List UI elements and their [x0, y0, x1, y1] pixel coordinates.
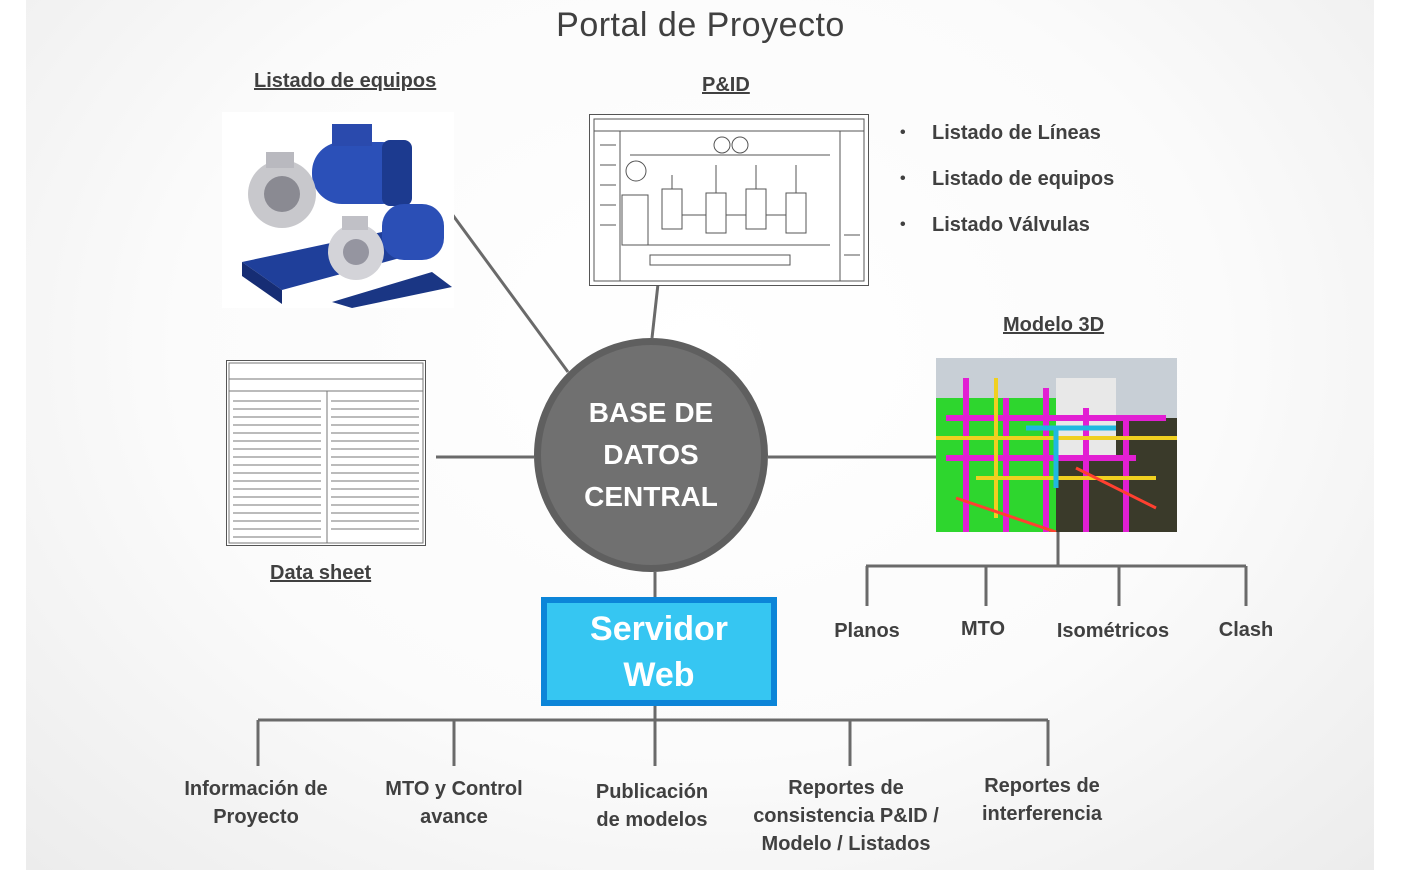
- model-output-isometricos: Isométricos: [1056, 620, 1170, 642]
- web-server-label: Servidor Web: [590, 609, 728, 694]
- connector-pid: [650, 283, 660, 339]
- web-output-reportes-consistencia: Reportes de consistencia P&ID / Modelo /…: [753, 777, 939, 855]
- pid-drawing: [589, 114, 869, 286]
- connector-equipment: [450, 213, 570, 373]
- model3d-heading: Modelo 3D: [1003, 314, 1105, 336]
- pid-bullet-item: •Listado Válvulas: [900, 213, 1090, 236]
- web-output-mto-control: MTO y Control avance: [385, 778, 523, 828]
- model-output-mto: MTO: [960, 618, 1006, 640]
- central-database-node: BASE DE DATOS CENTRAL: [534, 338, 768, 572]
- pid-bullet-list: •Listado de Líneas •Listado de equipos •…: [900, 110, 1114, 248]
- datasheet-image: [226, 360, 426, 546]
- web-server-node: Servidor Web: [541, 597, 777, 706]
- equipment-heading: Listado de equipos: [254, 70, 437, 92]
- model3d-image: [936, 358, 1177, 532]
- pid-heading: P&ID: [702, 74, 750, 96]
- model-output-clash: Clash: [1218, 619, 1274, 641]
- page-title: Portal de Proyecto: [556, 6, 845, 44]
- model-output-planos: Planos: [834, 620, 900, 642]
- central-database-label: BASE DE DATOS CENTRAL: [584, 397, 718, 512]
- pid-bullet-item: •Listado de equipos: [900, 167, 1115, 190]
- web-output-publicacion: Publicación de modelos: [595, 781, 709, 831]
- web-output-reportes-interferencia: Reportes de interferencia: [981, 775, 1103, 825]
- datasheet-heading: Data sheet: [270, 562, 372, 584]
- web-output-informacion: Información de Proyecto: [184, 778, 328, 828]
- pid-bullet-item: •Listado de Líneas: [900, 121, 1101, 144]
- pump-image: [222, 112, 454, 308]
